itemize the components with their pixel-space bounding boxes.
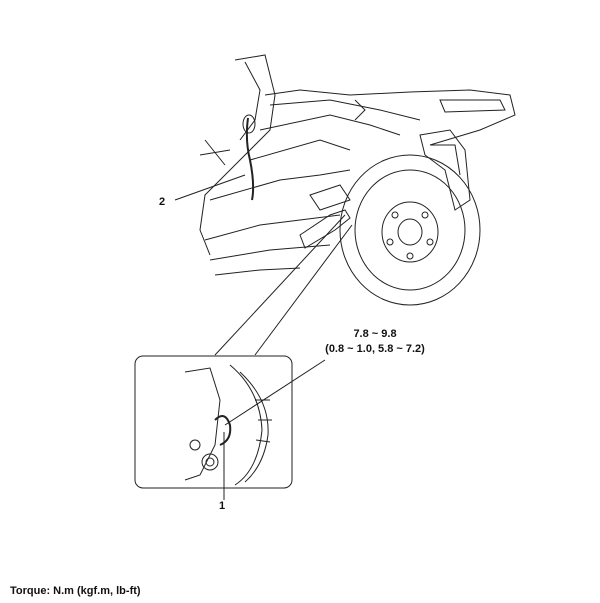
brake-caliper (419, 129, 471, 211)
leader-line-2 (174, 174, 246, 201)
callout-2: 2 (159, 196, 166, 208)
detail-inset-frame (134, 355, 293, 489)
vehicle-body-frame (199, 54, 516, 276)
grommet (242, 114, 256, 134)
detail-leader-left (214, 214, 346, 356)
lower-arm (299, 209, 351, 249)
knuckle (309, 184, 351, 211)
torque-leader-line (224, 359, 326, 426)
brake-disc (339, 154, 481, 306)
torque-value: 7.8 ~ 9.8 (353, 328, 397, 340)
callout-1: 1 (219, 500, 226, 512)
inset-hub-detail (184, 364, 272, 486)
torque-alt-units: (0.8 ~ 1.0, 5.8 ~ 7.2) (325, 343, 425, 355)
detail-leader-right (254, 224, 353, 356)
torque-units-note: Torque: N.m (kgf.m, lb-ft) (10, 585, 141, 597)
wheel-speed-sensor-cable (245, 117, 255, 201)
